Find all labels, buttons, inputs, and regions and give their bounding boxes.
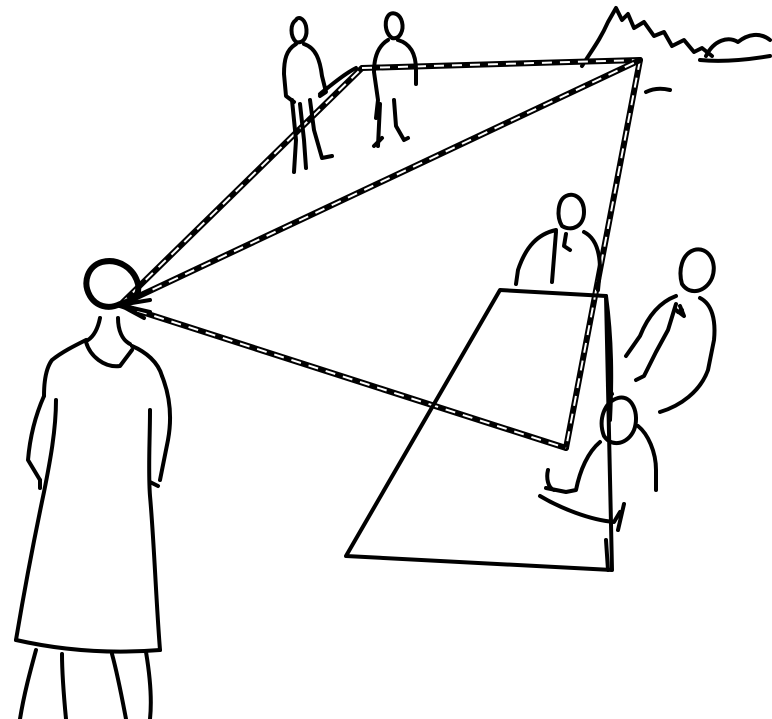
standing-man-right xyxy=(374,13,416,146)
seated-person-back xyxy=(516,195,600,290)
standing-man-left xyxy=(284,18,356,172)
observer-woman xyxy=(16,261,170,719)
seated-person-front xyxy=(540,386,656,530)
seated-person-right xyxy=(626,249,714,412)
mountain-range xyxy=(582,8,770,92)
